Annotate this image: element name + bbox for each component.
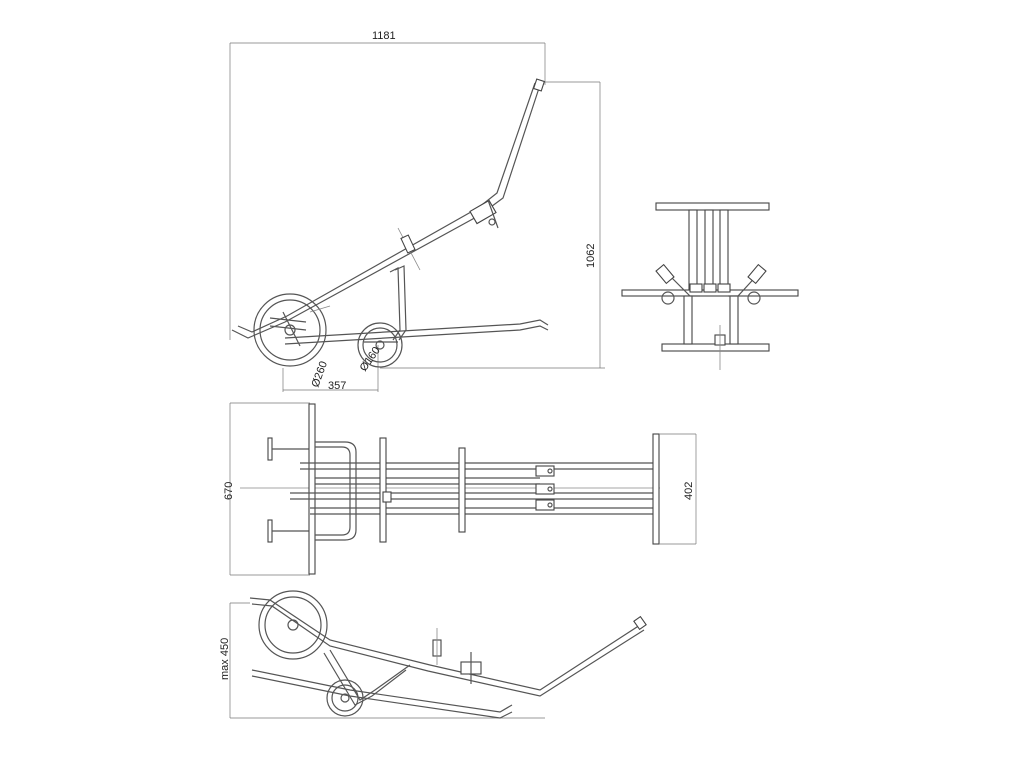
front-view: [621, 202, 799, 370]
max-height-label: max 450: [219, 638, 231, 680]
overall-height-label: 1062: [585, 244, 597, 268]
overall-length-label: 1181: [372, 30, 396, 42]
end-plate-width-label: 402: [683, 482, 695, 500]
large-wheel: [253, 293, 327, 367]
folded-view: max 450: [219, 590, 647, 719]
large-wheel-diameter-label: Ø260: [310, 360, 330, 389]
side-view: 1181 1062 Ø260 Ø160 357: [229, 30, 605, 392]
folded-large-wheel: [258, 590, 328, 660]
top-view: 670 402: [223, 402, 697, 576]
wheel-spacing-label: 357: [328, 380, 346, 392]
small-wheel-diameter-label: Ø160: [358, 345, 383, 374]
top-view-width-label: 670: [223, 482, 235, 500]
small-wheel: [357, 322, 403, 368]
